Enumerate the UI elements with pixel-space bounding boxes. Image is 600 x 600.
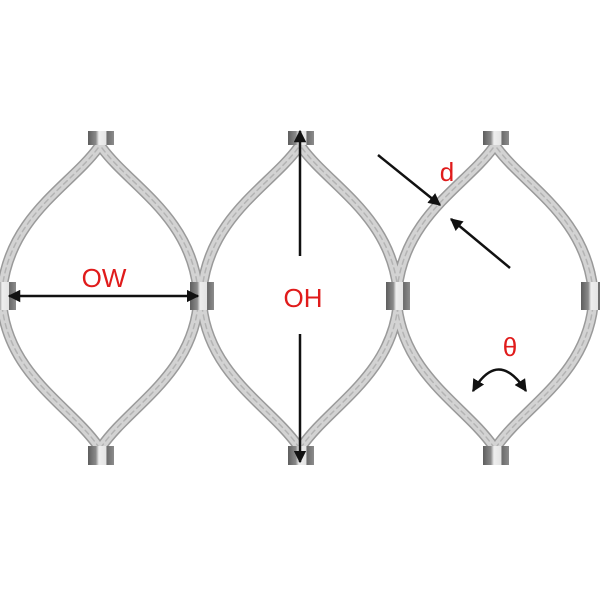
ferrule-bottom-1 (88, 446, 114, 465)
ferrule-top-1 (88, 131, 114, 145)
ow-label: OW (81, 263, 127, 293)
ferrule-top-3 (483, 131, 509, 145)
ferrule-bottom-3 (483, 446, 509, 465)
oh-label: OH (283, 283, 323, 313)
d-label: d (439, 157, 455, 187)
d-arrow-upper (377, 154, 441, 206)
d-arrow-lower (450, 218, 511, 269)
ferrule-mid-2 (386, 282, 410, 310)
theta-label: θ (502, 332, 518, 362)
theta-arc-arrow (471, 368, 528, 393)
ferrule-mid-3 (581, 282, 600, 310)
